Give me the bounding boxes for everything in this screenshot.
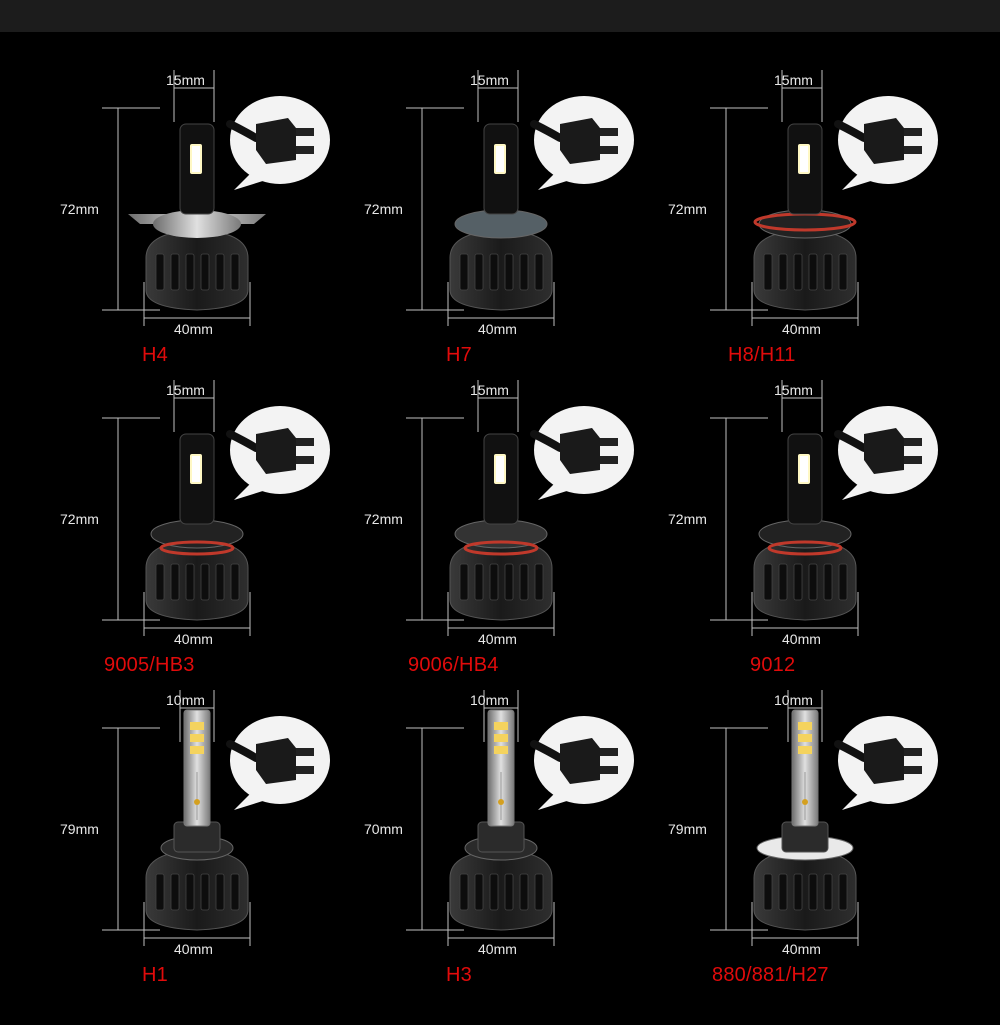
bulb-image (449, 709, 553, 931)
height-dimension: 72mm (60, 201, 99, 217)
base-dimension: 40mm (174, 631, 213, 647)
height-dimension: 72mm (668, 511, 707, 527)
bulb-image (145, 709, 249, 931)
base-dimension: 40mm (478, 321, 517, 337)
bulb-image (145, 433, 249, 621)
product-cell: 15mm 72mm 40mm 9006/HB4 (344, 342, 648, 676)
connector-bubble (530, 96, 634, 190)
bulb-type-label: 9005/HB3 (104, 654, 195, 676)
bulb-image (753, 433, 857, 621)
connector-bubble (226, 716, 330, 810)
dimension-lines (406, 70, 555, 326)
dimension-lines (710, 380, 859, 636)
base-dimension: 40mm (782, 321, 821, 337)
bulb-type-label: H4 (142, 344, 168, 366)
connector-bubble (834, 96, 938, 190)
connector-bubble (226, 406, 330, 500)
dimension-lines (710, 690, 859, 946)
width-dimension: 15mm (470, 382, 509, 398)
bulb-type-label: 9006/HB4 (408, 654, 499, 676)
height-dimension: 72mm (364, 201, 403, 217)
width-dimension: 10mm (166, 692, 205, 708)
bulb-type-label: H3 (446, 964, 472, 986)
bulb-type-label: 9012 (750, 654, 796, 676)
bulb-image (128, 123, 266, 311)
product-cell: 15mm 72mm 40mm 9012 (648, 342, 952, 676)
product-cell: 10mm 79mm 40mm 880/881/H27 (648, 652, 952, 986)
connector-bubble (530, 406, 634, 500)
bulb-type-label: H1 (142, 964, 168, 986)
dimension-lines (102, 690, 251, 946)
height-dimension: 72mm (364, 511, 403, 527)
bulb-image (753, 123, 857, 311)
connector-bubble (226, 96, 330, 190)
width-dimension: 15mm (774, 382, 813, 398)
height-dimension: 72mm (668, 201, 707, 217)
connector-bubble (834, 716, 938, 810)
height-dimension: 72mm (60, 511, 99, 527)
height-dimension: 70mm (364, 821, 403, 837)
height-dimension: 79mm (60, 821, 99, 837)
bulb-image (449, 123, 553, 311)
bulb-type-label: H7 (446, 344, 472, 366)
dimension-lines (710, 70, 859, 326)
width-dimension: 10mm (470, 692, 509, 708)
width-dimension: 15mm (166, 382, 205, 398)
height-dimension: 79mm (668, 821, 707, 837)
base-dimension: 40mm (478, 941, 517, 957)
bulb-image (753, 709, 857, 931)
dimension-lines (406, 690, 555, 946)
top-bar (0, 0, 1000, 32)
width-dimension: 15mm (774, 72, 813, 88)
base-dimension: 40mm (782, 941, 821, 957)
dimension-lines (406, 380, 555, 636)
connector-bubble (834, 406, 938, 500)
bulb-type-label: 880/881/H27 (712, 964, 829, 986)
bulb-image (449, 433, 553, 621)
base-dimension: 40mm (478, 631, 517, 647)
connector-bubble (530, 716, 634, 810)
width-dimension: 10mm (774, 692, 813, 708)
base-dimension: 40mm (174, 941, 213, 957)
bulb-type-label: H8/H11 (728, 344, 796, 366)
width-dimension: 15mm (470, 72, 509, 88)
dimension-lines (102, 70, 251, 326)
base-dimension: 40mm (174, 321, 213, 337)
dimension-lines (102, 380, 251, 636)
base-dimension: 40mm (782, 631, 821, 647)
width-dimension: 15mm (166, 72, 205, 88)
product-cell: 15mm 72mm 40mm 9005/HB3 (40, 342, 344, 676)
